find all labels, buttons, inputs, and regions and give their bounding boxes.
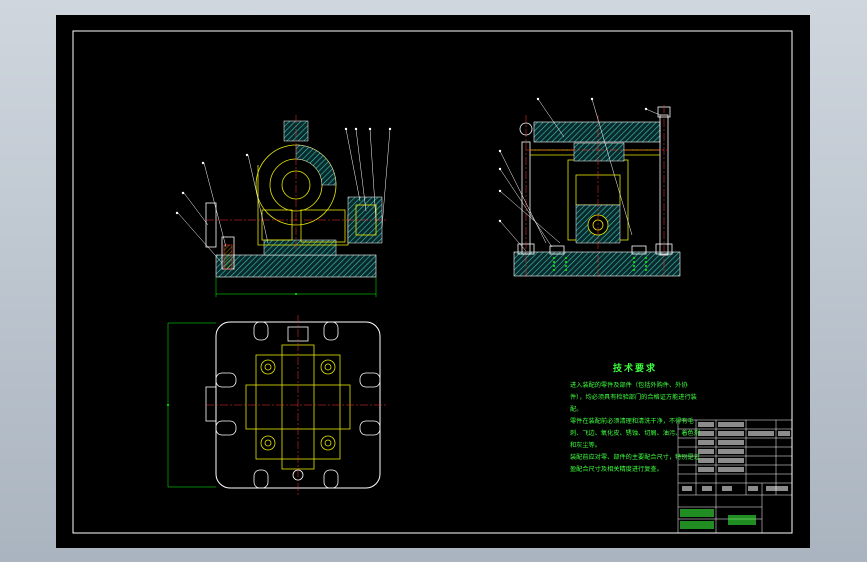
drawing-canvas: [72, 30, 793, 534]
side-clamp: [205, 202, 217, 248]
front-view: [175, 115, 392, 297]
drawing-sheet: 技术要求 进入装配的零件及部件（包括外购件、外协件），均必须具有检验部门的合格证…: [56, 15, 810, 548]
drawing-frame: [72, 30, 793, 534]
tech-req-item: 装配前应对零、部件的主要配合尺寸，特别是过盈配合尺寸及相关精度进行复查。: [570, 454, 700, 473]
mounting-slots: [215, 321, 381, 489]
support-block: [263, 239, 337, 256]
top-view: [167, 315, 386, 495]
side-top-plate: [533, 121, 661, 143]
side-view: [498, 97, 681, 277]
tech-req-title: 技术要求: [612, 364, 657, 374]
side-base: [513, 251, 681, 277]
housing-section: [295, 144, 337, 186]
workpiece-body: [255, 144, 349, 246]
base-plate: [215, 254, 377, 278]
tech-req-item: 进入装配的零件及部件（包括外购件、外协件），均必须具有检验部门的合格证方能进行装…: [570, 382, 697, 413]
leader-lines: [177, 128, 391, 264]
title-block: [677, 419, 793, 534]
technical-requirements: 技术要求 进入装配的零件及部件（包括外购件、外协件），均必须具有检验部门的合格证…: [570, 361, 700, 476]
tech-req-item: 零件在装配前必须清理和清洗干净，不得有毛刺、飞边、氧化皮、锈蚀、切屑、油污、着色…: [570, 418, 700, 449]
